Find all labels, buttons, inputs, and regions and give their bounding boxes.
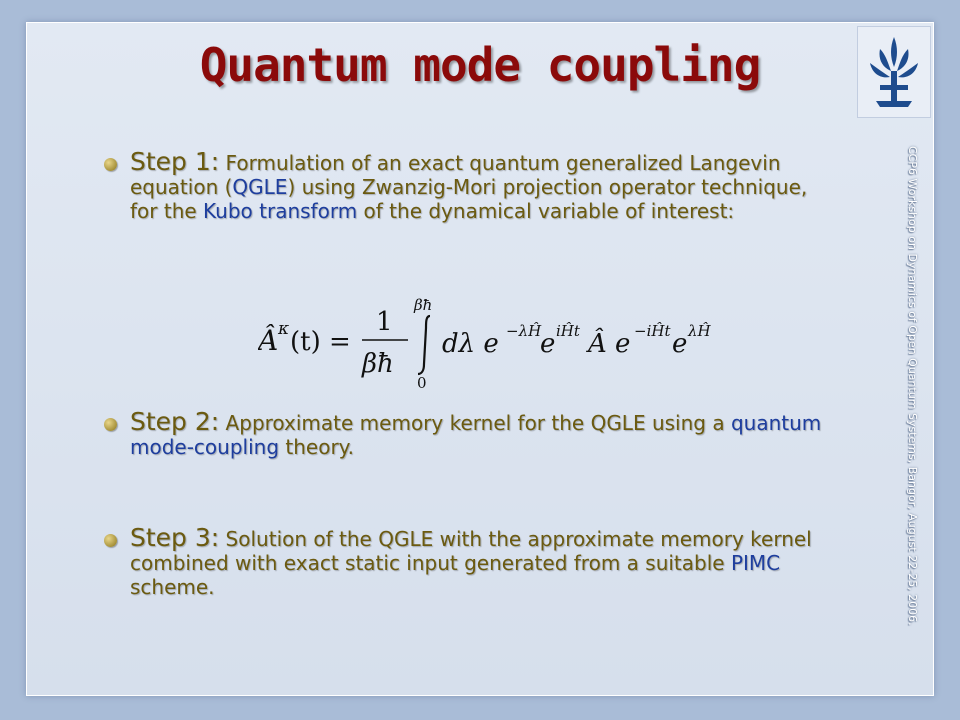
bullet-step-2: Step 2: Approximate memory kernel for th… xyxy=(104,407,840,459)
formula-arg: (t) = xyxy=(290,327,351,357)
formula-exp-4: λĤ xyxy=(687,322,712,340)
formula-exp-1: −λĤ xyxy=(506,322,542,340)
formula-lhs: Â xyxy=(258,324,278,357)
formula-lower-limit: 0 xyxy=(417,374,427,390)
step-1-text-c: of the dynamical variable of interest: xyxy=(357,199,735,223)
step-2-text-b: theory. xyxy=(279,435,355,459)
formula-upper-limit: βħ xyxy=(413,296,432,314)
formula-exp-2: iĤt xyxy=(556,322,581,340)
step-3-text-a: Solution of the QGLE with the approximat… xyxy=(130,527,812,575)
round-bullet-icon xyxy=(104,158,117,171)
step-1-text-a: Formulation of an exact quantum generali… xyxy=(130,151,781,199)
step-2-highlight-mct: quantum mode-coupling xyxy=(130,411,822,459)
bullet-step-3: Step 3: Solution of the QGLE with the ap… xyxy=(104,523,840,599)
round-bullet-icon xyxy=(104,534,117,547)
formula-kappa: κ xyxy=(277,319,289,339)
integral-sign xyxy=(417,314,431,376)
step-1-highlight-qgle: QGLE xyxy=(232,175,288,199)
formula-mid: Â e xyxy=(586,327,630,359)
bullet-step-1: Step 1: Formulation of an exact quantum … xyxy=(104,147,840,223)
step-2-text-a: Approximate memory kernel for the QGLE u… xyxy=(219,411,731,435)
formula-exp-3: −iĤt xyxy=(634,322,671,340)
formula-base-1: e xyxy=(540,329,555,359)
step-1-text-b: ) using Zwanzig-Mori projection operator… xyxy=(130,175,808,223)
step-1-highlight-kubo: Kubo transform xyxy=(203,199,358,223)
kubo-transform-formula: Â κ (t) = 1 βħ βħ 0 dλ e −λĤ e iĤt Â e −… xyxy=(255,294,718,394)
formula-base-2: e xyxy=(672,329,687,359)
step-3-lead: Step 3: xyxy=(130,523,220,552)
formula-integrand: dλ e xyxy=(442,329,499,359)
round-bullet-icon xyxy=(104,418,117,431)
university-emblem-icon xyxy=(857,26,931,118)
slide-panel xyxy=(26,22,934,696)
side-caption: CCP6 Workshop on Dynamics of Open Quantu… xyxy=(906,146,919,626)
formula-numerator: 1 xyxy=(376,307,393,337)
formula-denominator: βħ xyxy=(361,349,394,379)
step-3-highlight-pimc: PIMC xyxy=(730,551,781,575)
step-1-lead: Step 1: xyxy=(130,147,220,176)
slide-title: Quantum mode coupling xyxy=(199,38,762,92)
step-2-lead: Step 2: xyxy=(130,407,220,436)
step-3-text-b: scheme. xyxy=(130,575,215,599)
